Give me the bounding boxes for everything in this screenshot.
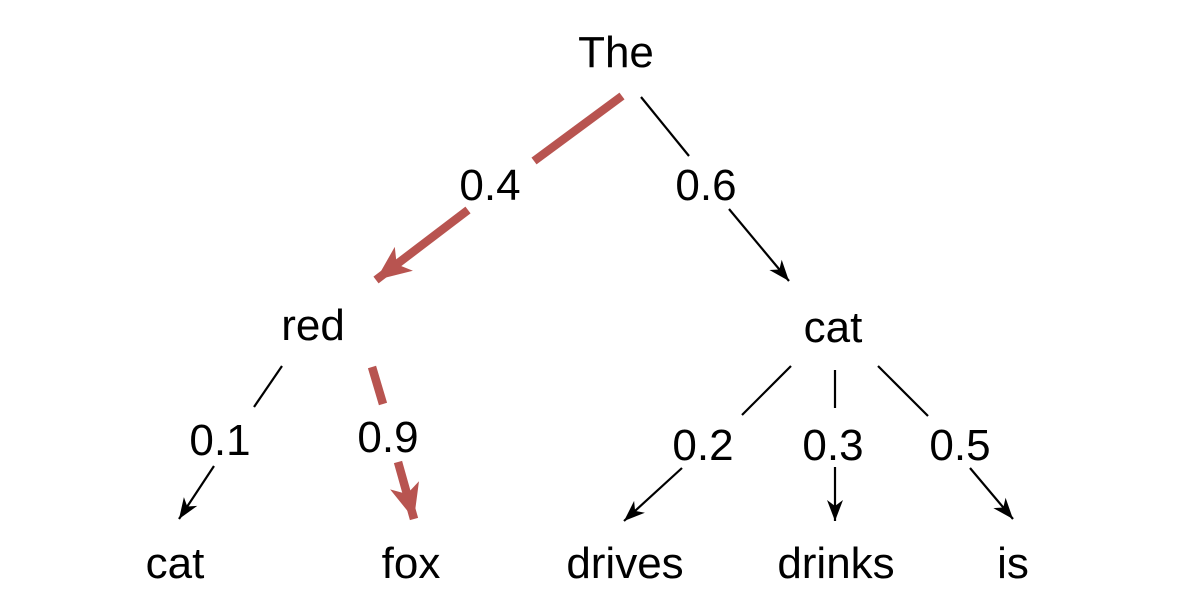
edge-cat-drives-arrow-segment bbox=[623, 467, 683, 522]
node-cat-label: cat bbox=[804, 303, 863, 352]
leaf-is-label: is bbox=[997, 539, 1029, 588]
leaf-drives-label: drives bbox=[566, 539, 683, 588]
edge-cat-drives-upper-segment bbox=[741, 365, 792, 416]
edge-the-red-arrow-segment bbox=[373, 206, 471, 284]
edge-the-cat-upper-segment bbox=[640, 96, 690, 157]
probability-cat-is: 0.5 bbox=[929, 421, 990, 470]
probability-red-cat: 0.1 bbox=[189, 416, 250, 465]
probability-cat-drinks: 0.3 bbox=[802, 421, 863, 470]
edge-red-cat-arrow-segment bbox=[178, 465, 215, 520]
edge-cat-is-upper-segment bbox=[877, 365, 929, 417]
edge-red-fox-arrow-segment bbox=[390, 460, 419, 521]
edge-red-fox-upper-segment bbox=[367, 365, 388, 406]
edge-the-red-upper-segment bbox=[531, 92, 625, 165]
probability-red-fox: 0.9 bbox=[357, 413, 418, 462]
probability-cat-drives: 0.2 bbox=[672, 421, 733, 470]
leaf-cat-label: cat bbox=[146, 539, 205, 588]
leaf-drinks-label: drinks bbox=[777, 539, 894, 588]
probability-the-cat: 0.6 bbox=[675, 161, 736, 210]
probability-the-red: 0.4 bbox=[459, 161, 520, 210]
edge-cat-is-arrow-segment bbox=[969, 467, 1014, 520]
leaf-fox-label: fox bbox=[382, 539, 441, 588]
edge-the-cat-arrow-segment bbox=[728, 208, 790, 282]
node-root-label: The bbox=[578, 28, 654, 77]
node-red-label: red bbox=[281, 301, 345, 350]
edge-red-cat-upper-segment bbox=[253, 365, 283, 408]
